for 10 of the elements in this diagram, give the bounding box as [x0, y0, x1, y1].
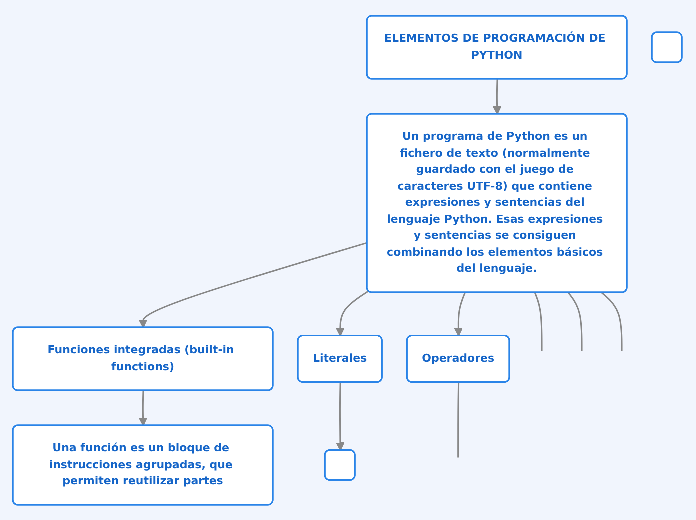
- connector: [458, 382, 460, 458]
- arrow: [336, 290, 370, 336]
- arrow: [454, 292, 466, 336]
- arrow: [139, 242, 368, 328]
- arrow: [139, 390, 148, 426]
- arrow: [336, 382, 346, 451]
- connector: [602, 292, 624, 351]
- arrow: [493, 78, 502, 114]
- connector: [534, 292, 544, 351]
- connector: [568, 292, 584, 351]
